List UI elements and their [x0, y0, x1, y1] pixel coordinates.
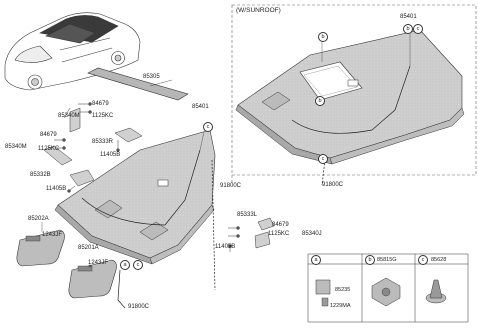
bracket-340j-label: 85340J — [302, 231, 322, 237]
sunroof-callout-c: c — [413, 24, 423, 34]
screw-l-label: 11405B — [215, 244, 236, 250]
visor-right-label: 85201A — [78, 245, 99, 251]
clip-a-label: 1125KC — [92, 113, 114, 119]
bolt-c-label: 84679 — [272, 222, 289, 228]
sunroof-headlining — [235, 29, 465, 186]
left-bracket-cluster — [43, 102, 143, 193]
right-fastener-cluster — [228, 217, 275, 252]
sunroof-inner-callout-c: c — [318, 154, 328, 164]
legend-part-a-icon — [315, 279, 331, 307]
bolt-b-label: 84679 — [40, 132, 57, 138]
visor-left-label: 85202A — [28, 216, 49, 222]
sunroof-box — [231, 4, 477, 185]
main-wire-label-bottom: 91800C — [128, 304, 150, 310]
roof-trim-strip — [87, 67, 189, 101]
legend-cell-a-subpart: 1229MA — [330, 303, 351, 309]
screw-332b-label: 11405B — [46, 186, 67, 192]
mount-333r-label: 85333R — [92, 139, 114, 145]
sunroof-wire-label: 91800C — [322, 182, 344, 188]
left-sun-visor — [16, 222, 65, 267]
legend-cell-c-letter: c — [418, 255, 428, 265]
visor-callout-a: a — [120, 260, 130, 270]
sunroof-part-label: 85401 — [400, 14, 417, 20]
right-sun-visor — [68, 259, 117, 299]
sunroof-box-title: (W/SUNROOF) — [236, 7, 281, 14]
bracket-upper-label: 85340M — [58, 113, 80, 119]
legend-part-c-icon — [425, 279, 447, 304]
legend-cell-b-letter: b — [365, 255, 375, 265]
main-wire-label-right: 91800C — [220, 183, 242, 189]
visor-right-screw-label: 1243JF — [88, 260, 109, 266]
visor-callout-c: c — [133, 260, 143, 270]
mount-333l-label: 85333L — [237, 212, 258, 218]
main-headlining-label: 85401 — [192, 104, 209, 110]
roof-trim-label: 85305 — [143, 74, 160, 80]
legend-table — [307, 253, 469, 323]
clip-c-label: 1125KC — [268, 231, 290, 237]
sunroof-inner-callout-b1: b — [318, 32, 328, 42]
bracket-mid-label: 85340M — [5, 144, 27, 150]
bolt-a-label: 84679 — [92, 101, 109, 107]
screw-r-label: 11405B — [100, 152, 121, 158]
main-headlining — [54, 129, 216, 291]
sunroof-inner-callout-b2: b — [315, 96, 325, 106]
legend-cell-c-part: 85628 — [431, 257, 447, 263]
mount-332b-label: 85332B — [30, 172, 51, 178]
car-illustration — [4, 12, 141, 91]
main-wire-harness — [117, 269, 126, 309]
visor-left-screw-label: 1243JF — [42, 232, 63, 238]
main-headlining-callout-c: c — [203, 122, 213, 132]
legend-part-b-icon — [371, 277, 401, 307]
clip-b-label: 1125KC — [38, 146, 60, 152]
legend-cell-a-letter: a — [311, 255, 321, 265]
sunroof-callout-b: b — [403, 24, 413, 34]
legend-cell-b-part: 85815G — [377, 257, 397, 263]
legend-cell-a-part: 85235 — [335, 287, 351, 293]
